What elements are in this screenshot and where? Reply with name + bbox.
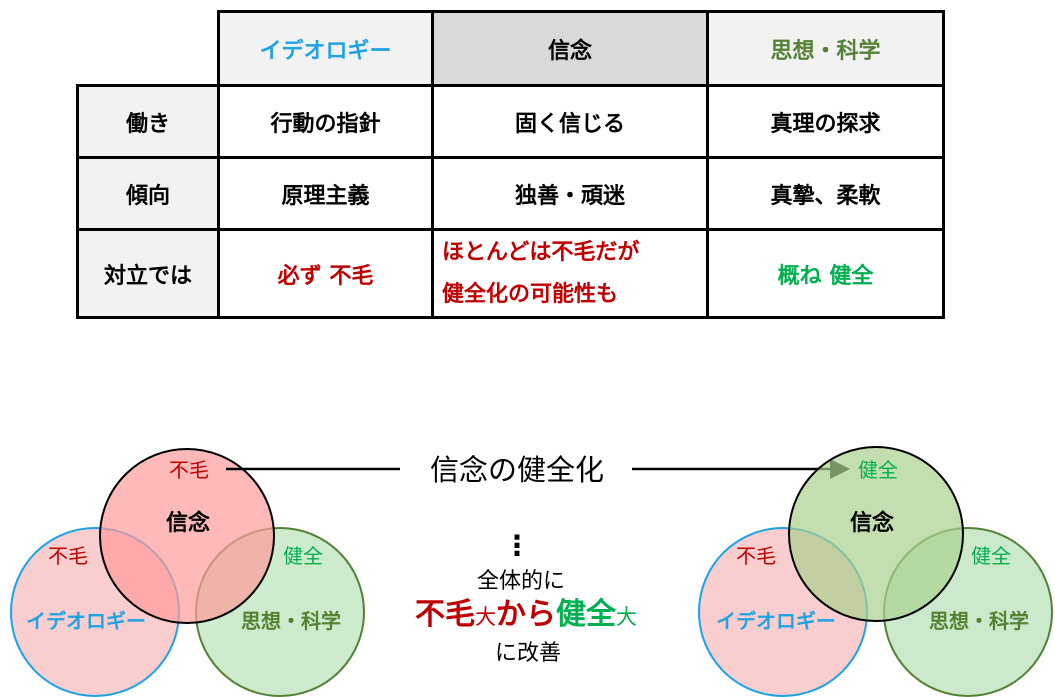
science-label: 思想・科学 xyxy=(929,609,1029,633)
vertical-dots: ⋮ xyxy=(503,529,531,562)
belief-tag: 健全 xyxy=(858,458,898,482)
column-header-belief: 信念 xyxy=(431,10,709,87)
column-header-ideology: イデオロギー xyxy=(217,10,434,87)
kenzen-text: 健全 xyxy=(556,597,617,632)
ideology-tag: 不毛 xyxy=(736,544,776,568)
center-title: 信念の健全化 xyxy=(430,453,604,487)
center-line2: 不毛大から健全大 xyxy=(415,597,637,632)
ideology-label: イデオロギー xyxy=(716,609,836,633)
table-cell: 独善・頑迷 xyxy=(431,156,709,231)
table-corner-cell xyxy=(77,11,220,87)
science-label: 思想・科学 xyxy=(241,609,341,633)
cell-line: 健全化の可能性も xyxy=(442,281,619,307)
science-tag: 健全 xyxy=(283,544,323,568)
dai-text: 大 xyxy=(475,605,496,629)
cell-line: ほとんどは不毛だが xyxy=(442,239,640,265)
table-cell: 必ず 不毛 xyxy=(217,228,434,319)
row-header-function: 働き xyxy=(76,84,220,159)
dai-text: 大 xyxy=(616,605,637,629)
table-row: 働き 行動の指針 固く信じる 真理の探求 xyxy=(76,84,945,159)
table-header-row: イデオロギー 信念 思想・科学 xyxy=(77,10,945,87)
fumou-text: 不毛 xyxy=(415,597,475,632)
belief-tag: 不毛 xyxy=(169,458,209,482)
table-row: 対立では 必ず 不毛 ほとんどは不毛だが 健全化の可能性も 概ね 健全 xyxy=(76,228,945,319)
ideology-label: イデオロギー xyxy=(26,609,146,633)
table-cell: 原理主義 xyxy=(217,156,434,231)
center-line3: に改善 xyxy=(495,641,561,666)
table-row: 傾向 原理主義 独善・頑迷 真摯、柔軟 xyxy=(76,156,945,231)
right-venn: 健全 信念 不毛 イデオロギー 健全 思想・科学 xyxy=(698,446,1053,697)
belief-circle xyxy=(788,446,964,622)
belief-label: 信念 xyxy=(850,510,894,536)
table-cell: 固く信じる xyxy=(431,84,709,159)
row-header-tendency: 傾向 xyxy=(76,156,220,231)
belief-circle xyxy=(99,448,275,624)
row-header-conflict: 対立では xyxy=(76,228,220,319)
table-cell: 真理の探求 xyxy=(706,84,945,159)
column-header-science: 思想・科学 xyxy=(706,10,945,87)
kara-text: から xyxy=(496,597,556,632)
ideology-tag: 不毛 xyxy=(48,544,88,568)
belief-label: 信念 xyxy=(166,510,210,536)
center-line1: 全体的に xyxy=(477,569,565,594)
table-cell: 行動の指針 xyxy=(217,84,434,159)
comparison-table: イデオロギー 信念 思想・科学 働き 行動の指針 固く信じる 真理の探求 傾向 … xyxy=(76,10,945,319)
table-cell-belief-conflict: ほとんどは不毛だが 健全化の可能性も xyxy=(431,228,709,319)
table-cell: 真摯、柔軟 xyxy=(706,156,945,231)
science-tag: 健全 xyxy=(971,544,1011,568)
table-cell: 概ね 健全 xyxy=(706,228,945,319)
left-venn: 不毛 信念 不毛 イデオロギー 健全 思想・科学 xyxy=(10,448,365,697)
